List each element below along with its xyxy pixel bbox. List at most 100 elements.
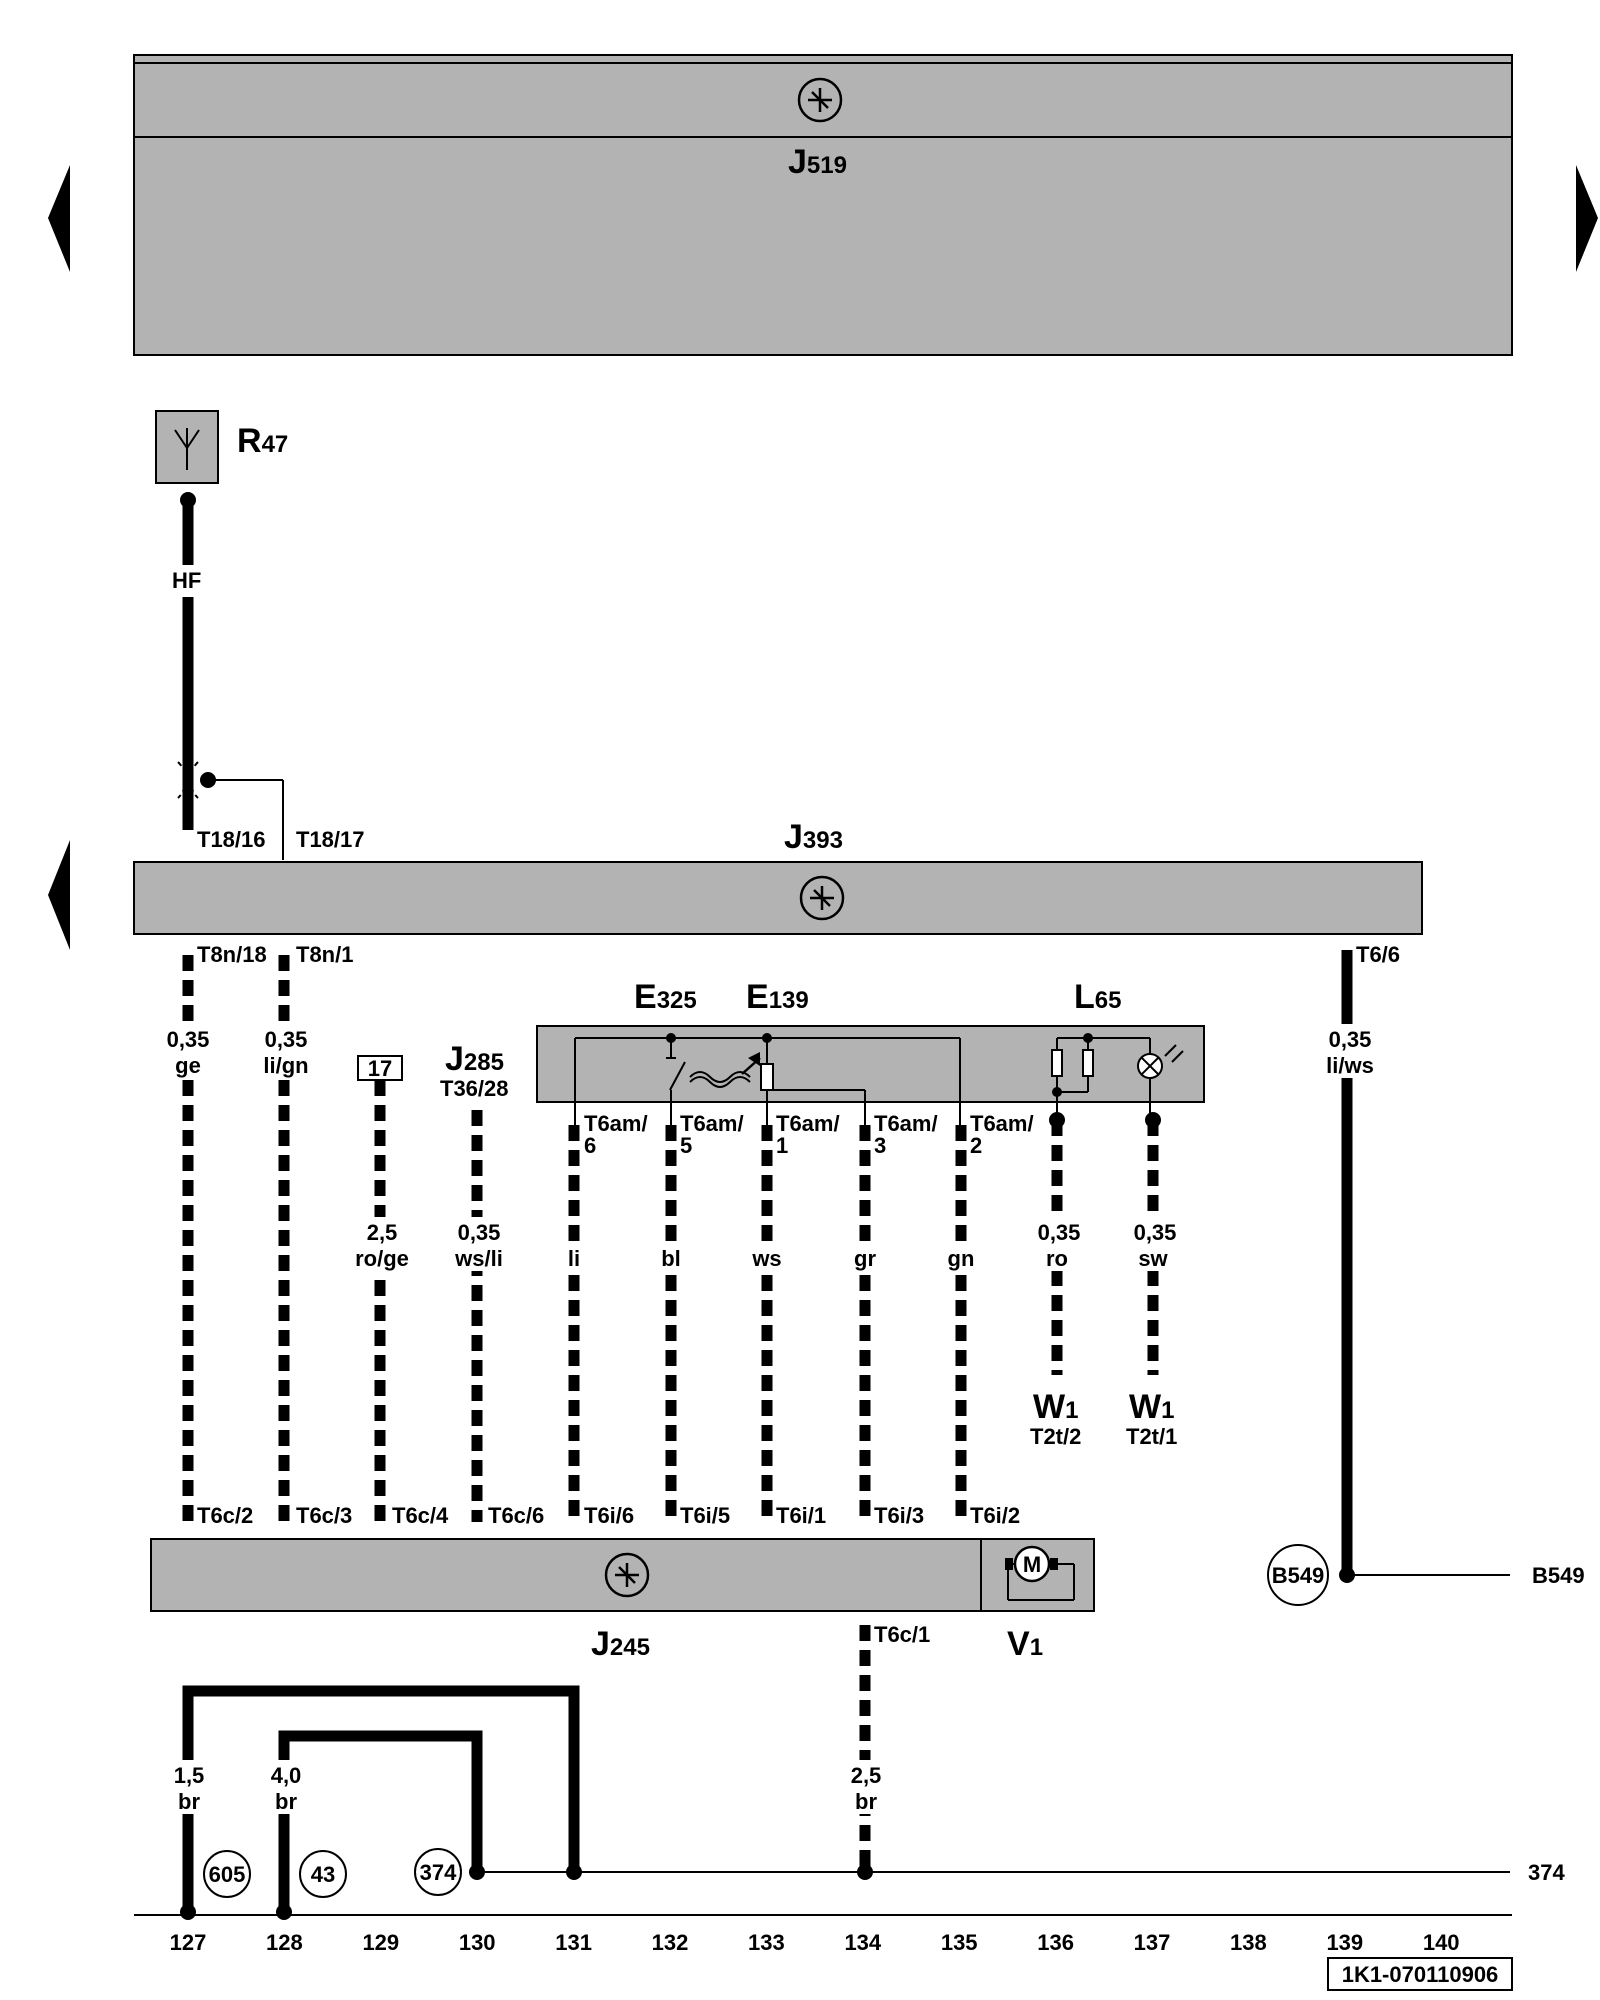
electronic-symbol-icon bbox=[604, 1552, 650, 1598]
column-number-129: 129 bbox=[362, 1930, 399, 1955]
motor-m-label: M bbox=[1023, 1552, 1041, 1577]
ground-wire-127-color: br bbox=[178, 1789, 200, 1814]
e325-label: E325 bbox=[634, 978, 697, 1016]
column-number-138: 138 bbox=[1230, 1930, 1267, 1955]
column-number-139: 139 bbox=[1326, 1930, 1363, 1955]
wire-134-color: gr bbox=[854, 1246, 876, 1271]
wire-133-color: ws bbox=[751, 1246, 781, 1271]
w1-label-a: W1 bbox=[1033, 1388, 1078, 1426]
wire-139-size: 0,35 bbox=[1329, 1027, 1372, 1052]
pin-t6am-2: T6am/2 bbox=[970, 1111, 1034, 1158]
column-number-133: 133 bbox=[748, 1930, 785, 1955]
wire-137-size: 0,35 bbox=[1134, 1220, 1177, 1245]
wire-130-color: ws/li bbox=[454, 1246, 503, 1271]
prev-page-arrow-middle[interactable] bbox=[48, 840, 70, 950]
ground-wire-128-color: br bbox=[275, 1789, 297, 1814]
pin-t8n-18: T8n/18 bbox=[197, 942, 267, 967]
hf-label: HF bbox=[172, 568, 201, 593]
ground-374-connector[interactable] bbox=[414, 1848, 462, 1896]
pin-t6i-3: T6i/3 bbox=[874, 1503, 924, 1528]
j393-label: J393 bbox=[784, 818, 843, 856]
j519-label: J519 bbox=[788, 143, 847, 181]
pin-t6c-3: T6c/3 bbox=[296, 1503, 352, 1528]
wire-128-size: 0,35 bbox=[265, 1027, 308, 1052]
pin-t6am-1: T6am/1 bbox=[776, 1111, 840, 1158]
doc-code: 1K1-070110906 bbox=[1342, 1962, 1499, 1987]
electronic-symbol-icon bbox=[797, 77, 843, 123]
antenna-icon bbox=[174, 428, 200, 470]
pin-t6i-2: T6i/2 bbox=[970, 1503, 1020, 1528]
pin-t18-16: T18/16 bbox=[197, 827, 266, 852]
switch-icon bbox=[666, 1038, 751, 1125]
wire-127-size: 0,35 bbox=[167, 1027, 210, 1052]
reference-17-label: 17 bbox=[368, 1056, 392, 1081]
pin-t6i-5: T6i/5 bbox=[680, 1503, 730, 1528]
pin-t6am-5: T6am/5 bbox=[680, 1111, 744, 1158]
j393-control-unit[interactable] bbox=[133, 861, 1423, 935]
wire-128-color: li/gn bbox=[263, 1053, 308, 1078]
pin-t6c-2: T6c/2 bbox=[197, 1503, 253, 1528]
electronic-symbol-icon bbox=[799, 875, 845, 921]
b549-right-label: B549 bbox=[1532, 1563, 1585, 1588]
wire-129-size: 2,5 bbox=[367, 1220, 398, 1245]
prev-page-arrow-top[interactable] bbox=[48, 165, 70, 272]
ground-43-label: 43 bbox=[311, 1862, 335, 1887]
column-number-136: 136 bbox=[1037, 1930, 1074, 1955]
w1-pin-b: T2t/1 bbox=[1126, 1424, 1177, 1449]
e139-label: E139 bbox=[746, 978, 809, 1016]
column-number-132: 132 bbox=[652, 1930, 689, 1955]
b549-connector-label: B549 bbox=[1272, 1563, 1325, 1588]
r47-label: R47 bbox=[237, 422, 288, 460]
next-page-arrow[interactable] bbox=[1576, 165, 1598, 272]
pin-t6c-6: T6c/6 bbox=[488, 1503, 544, 1528]
ground-605-label: 605 bbox=[209, 1862, 246, 1887]
pin-t6am-3: T6am/3 bbox=[874, 1111, 938, 1158]
ground-wire-134-color: br bbox=[855, 1789, 877, 1814]
v1-label: V1 bbox=[1007, 1625, 1043, 1663]
wire-137-color: sw bbox=[1138, 1246, 1168, 1271]
ground-374-right-label: 374 bbox=[1528, 1860, 1565, 1885]
ground-43-connector[interactable] bbox=[299, 1850, 347, 1898]
w1-label-b: W1 bbox=[1129, 1388, 1174, 1426]
resistor-icon bbox=[1051, 1033, 1150, 1120]
wire-129-color: ro/ge bbox=[355, 1246, 409, 1271]
j245-control-unit[interactable] bbox=[150, 1538, 1095, 1612]
r47-antenna[interactable]: R47 bbox=[155, 410, 288, 484]
wire-135-color: gn bbox=[948, 1246, 975, 1271]
wire-130-size: 0,35 bbox=[458, 1220, 501, 1245]
wire-131-color: li bbox=[568, 1246, 580, 1271]
j519-control-unit[interactable]: J519 bbox=[133, 54, 1513, 356]
pin-t6i-1: T6i/1 bbox=[776, 1503, 826, 1528]
column-number-140: 140 bbox=[1423, 1930, 1460, 1955]
doc-code-box bbox=[1327, 1957, 1513, 1991]
potentiometer-icon bbox=[741, 1038, 866, 1125]
b549-connector[interactable] bbox=[1267, 1544, 1329, 1606]
pin-t6-6: T6/6 bbox=[1356, 942, 1400, 967]
wire-136-color: ro bbox=[1046, 1246, 1068, 1271]
pin-t8n-1: T8n/1 bbox=[296, 942, 353, 967]
column-number-137: 137 bbox=[1134, 1930, 1171, 1955]
ground-605-connector[interactable] bbox=[203, 1850, 251, 1898]
ground-374-label: 374 bbox=[420, 1860, 457, 1885]
ground-wire-134-size: 2,5 bbox=[851, 1763, 882, 1788]
motor-v1-icon[interactable]: M bbox=[1005, 1545, 1075, 1601]
shield-icon bbox=[177, 761, 284, 860]
column-number-130: 130 bbox=[459, 1930, 496, 1955]
ground-wire-128[interactable] bbox=[278, 1730, 483, 1912]
wire-132-color: bl bbox=[661, 1246, 681, 1271]
pin-t18-17: T18/17 bbox=[296, 827, 365, 852]
switch-module[interactable] bbox=[536, 1025, 1205, 1125]
w1-pin-a: T2t/2 bbox=[1030, 1424, 1081, 1449]
ground-wire-127-size: 1,5 bbox=[174, 1763, 205, 1788]
column-number-127: 127 bbox=[170, 1930, 207, 1955]
pin-t6am-6: T6am/6 bbox=[584, 1111, 648, 1158]
column-number-128: 128 bbox=[266, 1930, 303, 1955]
column-number-135: 135 bbox=[941, 1930, 978, 1955]
pin-t6c-4: T6c/4 bbox=[392, 1503, 449, 1528]
pin-t6i-6: T6i/6 bbox=[584, 1503, 634, 1528]
j245-label: J245 bbox=[591, 1625, 650, 1663]
column-number-134: 134 bbox=[844, 1930, 881, 1955]
pin-t6c-1: T6c/1 bbox=[874, 1622, 930, 1647]
